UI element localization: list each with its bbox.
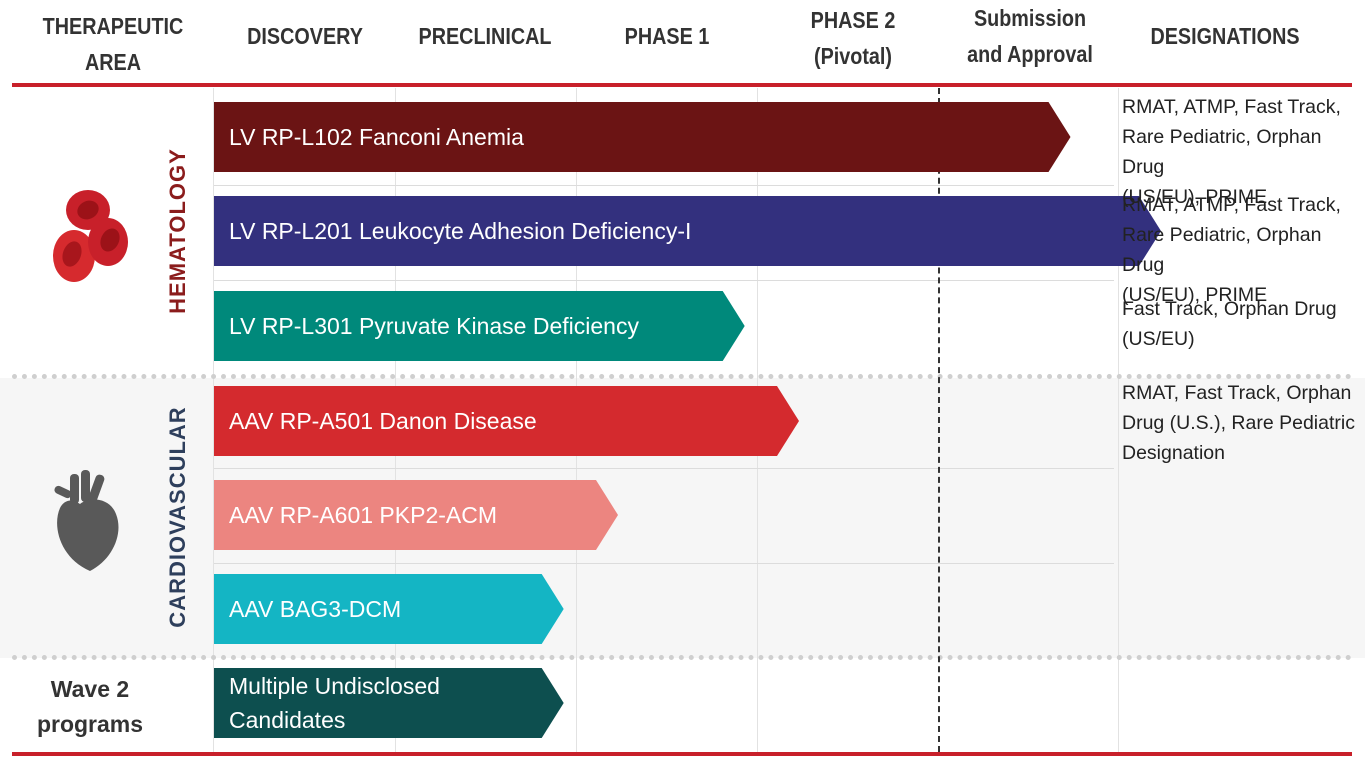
program-bar-rp-l102: LV RP-L102 Fanconi Anemia — [214, 102, 1071, 172]
header-divider — [12, 83, 1352, 87]
header-discovery: DISCOVERY — [247, 23, 363, 49]
program-bar-rp-a601: AAV RP-A601 PKP2-ACM — [214, 480, 618, 550]
designation-rp-l201: RMAT, ATMP, Fast Track,Rare Pediatric, O… — [1122, 194, 1341, 306]
grid-line — [213, 88, 214, 752]
program-bar-undisclosed: Multiple Undisclosed Candidates — [214, 668, 564, 738]
header-phase-2: PHASE 2(Pivotal) — [810, 7, 896, 69]
row-line — [214, 185, 1114, 186]
program-bar-bag3-dcm: AAV BAG3-DCM — [214, 574, 564, 644]
section-divider — [12, 655, 1352, 660]
program-bar-rp-l201: LV RP-L201 Leukocyte Adhesion Deficiency… — [214, 196, 1161, 266]
program-bar-rp-a501: AAV RP-A501 Danon Disease — [214, 386, 799, 456]
header-designations: DESIGNATIONS — [1150, 23, 1300, 49]
designation-rp-l102: RMAT, ATMP, Fast Track,Rare Pediatric, O… — [1122, 96, 1341, 208]
row-line — [214, 563, 1114, 564]
header-phase-1: PHASE 1 — [624, 23, 710, 49]
red-blood-cells-icon — [53, 190, 128, 282]
heart-icon — [54, 470, 119, 571]
cardiovascular-label: CARDIOVASCULAR — [165, 406, 190, 628]
header-preclinical: PRECLINICAL — [418, 23, 552, 49]
row-line — [214, 280, 1114, 281]
approval-threshold-line — [938, 88, 940, 752]
row-line — [214, 468, 1114, 469]
program-bar-rp-l301: LV RP-L301 Pyruvate Kinase Deficiency — [214, 291, 745, 361]
footer-divider — [12, 752, 1352, 756]
section-divider — [12, 374, 1352, 379]
hematology-label: HEMATOLOGY — [165, 148, 190, 314]
grid-line — [1118, 88, 1119, 752]
designation-rp-l301: Fast Track, Orphan Drug(US/EU) — [1122, 298, 1337, 350]
